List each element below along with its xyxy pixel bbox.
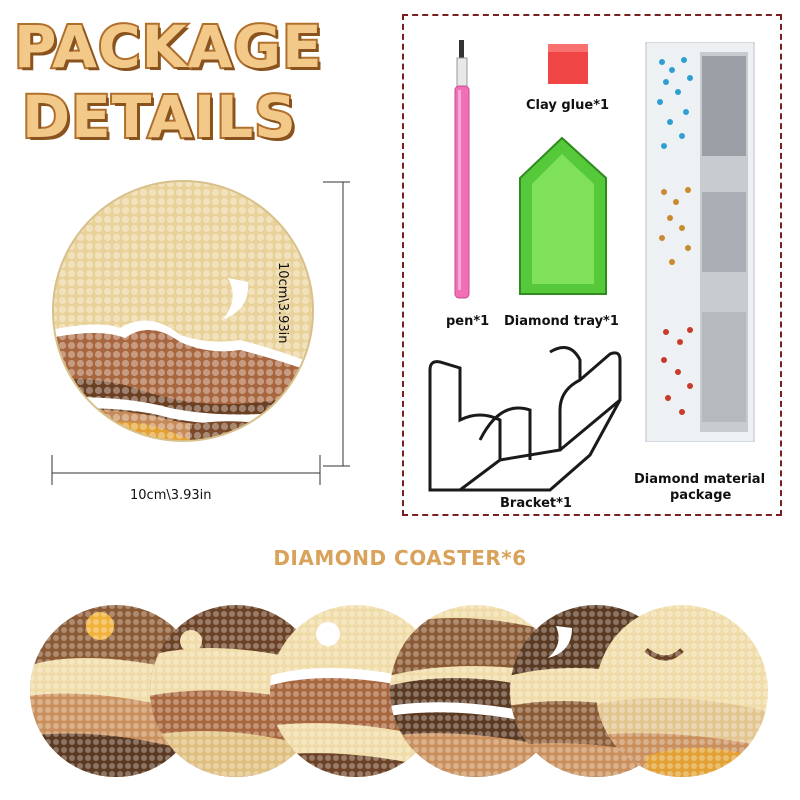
diamond-material-label-line2: package [670, 488, 732, 503]
package-contents-box [402, 14, 782, 516]
title-line-2: DETAILS [20, 83, 298, 151]
diamond-material-package-icon [645, 42, 755, 442]
coaster-1 [30, 605, 202, 777]
clay-glue-label: Clay glue*1 [526, 98, 610, 113]
pen-icon [454, 40, 470, 299]
width-dimension-label: 10cm\3.93in [130, 488, 212, 503]
diamond-material-label-line1: Diamond material [634, 472, 766, 487]
clay-glue-icon [548, 44, 588, 84]
main-coaster [53, 181, 313, 441]
title-line-1: PACKAGE [12, 13, 324, 81]
diamond-tray-label: Diamond tray*1 [504, 314, 619, 329]
bracket-icon [428, 346, 622, 492]
bracket-label: Bracket*1 [500, 496, 572, 511]
pen-label: pen*1 [446, 314, 490, 329]
coaster-6-figure [596, 605, 768, 777]
main-coaster-figure [51, 180, 350, 485]
coaster-set-title: DIAMOND COASTER*6 [273, 546, 527, 570]
diamond-tray-icon [519, 136, 607, 295]
coaster-6 [596, 605, 768, 777]
coaster-row [30, 605, 668, 777]
height-dimension-label: 10cm\3.93in [275, 262, 290, 344]
